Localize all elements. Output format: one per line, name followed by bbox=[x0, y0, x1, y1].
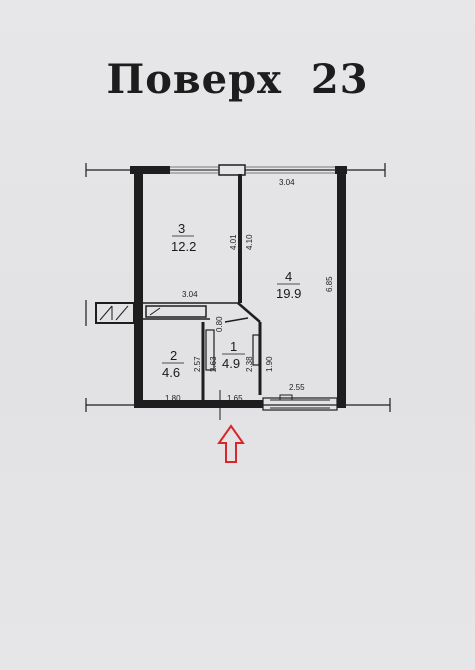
ventilation-block bbox=[85, 300, 207, 326]
svg-text:4.9: 4.9 bbox=[222, 356, 240, 371]
svg-text:2: 2 bbox=[170, 348, 177, 363]
dim-257: 2.57 bbox=[193, 356, 202, 372]
room-4-label: 4 19.9 bbox=[276, 269, 301, 301]
svg-text:19.9: 19.9 bbox=[276, 286, 301, 301]
room-3-label: 3 12.2 bbox=[171, 221, 196, 254]
dim-wall-410: 4.10 bbox=[245, 234, 254, 250]
svg-text:1: 1 bbox=[230, 339, 237, 354]
window-top bbox=[170, 166, 335, 174]
dim-wall-401: 4.01 bbox=[229, 234, 238, 250]
bottom-wall bbox=[85, 390, 391, 420]
entrance-arrow-icon bbox=[217, 424, 245, 463]
bathroom-fixtures bbox=[205, 329, 260, 371]
dim-080: 0.80 bbox=[215, 316, 224, 332]
dim-bottom-left: 1.80 bbox=[165, 394, 181, 403]
room-1-label: 1 4.9 bbox=[222, 339, 245, 371]
dim-238: 2.38 bbox=[245, 356, 254, 372]
dim-263: 2.63 bbox=[209, 356, 218, 372]
dim-190: 1.90 bbox=[265, 356, 274, 372]
interior-walls bbox=[143, 174, 262, 400]
room-2-label: 2 4.6 bbox=[162, 348, 184, 380]
svg-text:3: 3 bbox=[178, 221, 185, 236]
svg-text:12.2: 12.2 bbox=[171, 239, 196, 254]
svg-text:4.6: 4.6 bbox=[162, 365, 180, 380]
dim-bottom-mid: 1.65 bbox=[227, 394, 243, 403]
svg-text:4: 4 bbox=[285, 269, 292, 284]
floor-title: Поверх 23 bbox=[106, 56, 369, 103]
outer-walls bbox=[134, 170, 346, 408]
dim-bottom-right: 2.55 bbox=[289, 383, 305, 392]
dim-middle-left: 3.04 bbox=[182, 290, 198, 299]
dim-right-685: 6.85 bbox=[325, 276, 334, 292]
dim-top-right: 3.04 bbox=[279, 178, 295, 187]
